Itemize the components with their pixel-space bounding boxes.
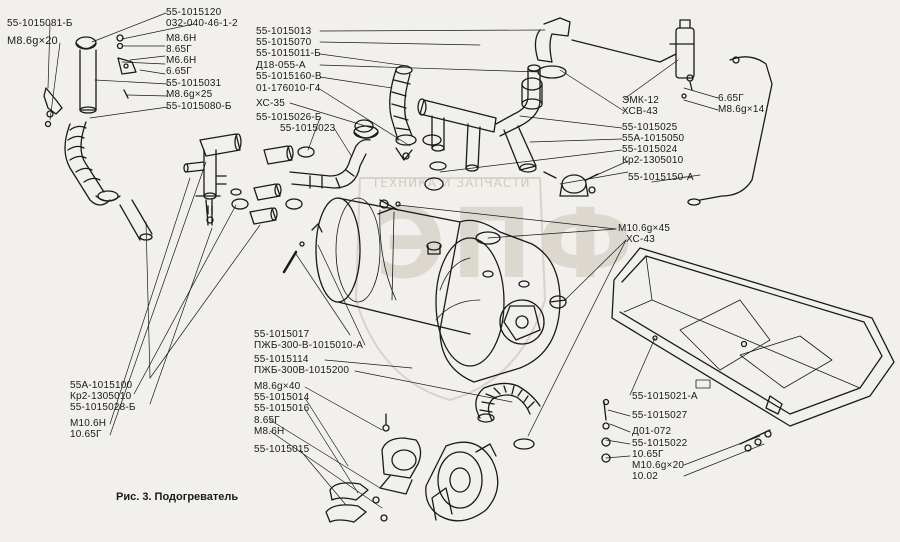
part-label: 6.65Г: [718, 93, 744, 104]
part-label: 55-1015031: [166, 78, 222, 89]
part-label: 10.02: [632, 471, 659, 482]
part-label: M10.6g×20: [632, 460, 685, 471]
part-label: M10.6H: [70, 418, 107, 429]
part-label: 55-1015021-А: [632, 391, 698, 402]
part-label: 55-1015026-Б: [256, 112, 322, 123]
watermark-brand-text: ТЕХНИКА И ЗАПЧАСТИ: [372, 176, 531, 190]
heater-inlet-hose: [289, 125, 379, 189]
solenoid-valve: [571, 19, 773, 206]
part-label: 55-1015014: [254, 392, 310, 403]
part-label: 55-1015120: [166, 7, 222, 18]
part-label: Кр2-1305010: [70, 391, 132, 402]
part-label: M8.6g×25: [166, 89, 213, 100]
small-hardware: [207, 205, 772, 463]
part-label: 55-1015011-Б: [256, 48, 321, 59]
part-label: Д01-072: [632, 426, 672, 437]
part-label: 55-1015025: [622, 122, 678, 133]
part-label: 10.65Г: [632, 449, 664, 460]
corrugated-hose: [475, 382, 541, 450]
part-label: M8.6g×20: [7, 35, 58, 47]
part-label: 55-1015160-В: [256, 71, 322, 82]
part-label: Д18-055-А: [256, 60, 306, 71]
figure-caption: Рис. 3. Подогреватель: [116, 491, 239, 503]
part-label: 8.65Г: [166, 44, 192, 55]
part-label: 032-040-46-1-2: [166, 18, 238, 29]
part-label: ПЖБ-300В-1015200: [254, 365, 350, 376]
part-label: 6.65Г: [166, 66, 192, 77]
part-label: ХС-35: [256, 98, 286, 109]
part-label: ХСВ-43: [622, 106, 658, 117]
part-label: ЭМК-12: [622, 95, 659, 106]
part-label: 55-1015027: [632, 410, 688, 421]
tee-connector: [183, 133, 242, 226]
upper-left-hose-assembly: [43, 34, 153, 241]
part-label: 10.65Г: [70, 429, 102, 440]
part-label: 55-1015114: [254, 354, 309, 365]
part-label: Кр2-1305010: [622, 155, 684, 166]
part-label: 55-1015023: [280, 123, 336, 134]
part-label: 55-1015013: [256, 26, 312, 37]
part-label: 8.65Г: [254, 415, 280, 426]
blower-unit: [325, 413, 499, 523]
part-label: 55-1015080-Б: [166, 101, 232, 112]
part-label: M8.6H: [166, 33, 197, 44]
heater-tray: [611, 247, 895, 427]
part-label: 55-1015070: [256, 37, 312, 48]
watermark-shield-icon: [355, 177, 546, 401]
leader-lines: [47, 12, 765, 509]
part-label: ПЖБ-300-В-1015010-А: [254, 340, 364, 351]
part-label: M6.6H: [166, 55, 197, 66]
part-label: 55-1015017: [254, 329, 310, 340]
watermark-logo-text: ЭПФ: [375, 188, 639, 300]
part-label: 01-176010-Г4: [256, 83, 321, 94]
part-label: M8.6g×14: [718, 104, 765, 115]
upper-pipe-assembly: [354, 17, 571, 191]
short-hoses: [230, 145, 315, 274]
part-label: M8.6g×40: [254, 381, 301, 392]
part-label: 55-1015022: [632, 438, 688, 449]
part-label: 55-1015150-А: [628, 172, 694, 183]
part-label: 55-1015024: [622, 144, 678, 155]
part-label: M10.6g×45: [618, 223, 671, 234]
part-label: 55А-1015050: [622, 133, 685, 144]
part-label: ХС-43: [626, 234, 656, 245]
heater-main-body: [311, 197, 567, 383]
part-label: 55-1015081-Б: [7, 18, 73, 29]
part-label: 55-1015016: [254, 403, 310, 414]
part-label: M8.6H: [254, 426, 285, 437]
part-label: 55-1015028-Б: [70, 402, 136, 413]
part-label: 55-1015015: [254, 444, 310, 455]
fuel-pump: [543, 171, 599, 197]
part-label: 55А-1015100: [70, 380, 133, 391]
